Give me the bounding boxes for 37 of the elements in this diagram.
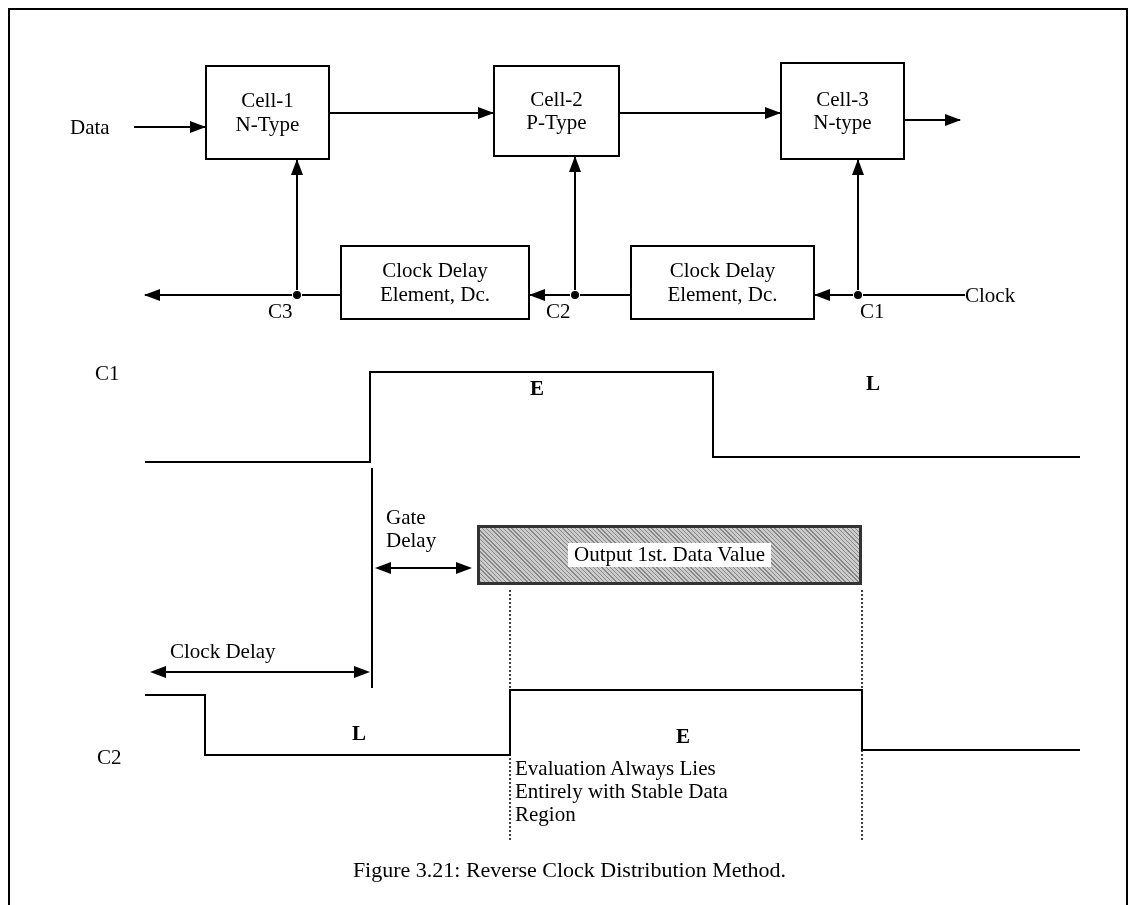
junction-dot (571, 291, 579, 299)
arrow (133, 121, 206, 133)
arrow (569, 156, 581, 291)
figure-caption: Figure 3.21: Reverse Clock Distribution Method. (351, 858, 788, 883)
dimension-label: Clock Delay (170, 640, 276, 664)
connector-line (579, 294, 631, 296)
arrow (814, 289, 854, 301)
note-text: Evaluation Always Lies Entirely with Stable Data Region (515, 757, 729, 827)
block-box: Cell-2 P-Type (493, 65, 620, 157)
connector-line (301, 294, 341, 296)
junction-label: C1 (860, 300, 885, 324)
signal-label: Clock (965, 282, 1035, 310)
block-box: Cell-1 N-Type (205, 65, 330, 160)
signal-label: Data (70, 114, 134, 142)
arrow (291, 159, 303, 291)
data-band: Output 1st. Data Value (477, 525, 862, 585)
signal-name: C2 (97, 746, 122, 770)
dimension-label: Gate Delay (386, 506, 438, 553)
block-box: Clock Delay Element, Dc. (630, 245, 815, 320)
junction-dot (293, 291, 301, 299)
block-box: Clock Delay Element, Dc. (340, 245, 530, 320)
arrow (329, 107, 494, 119)
connector-line (862, 294, 966, 296)
junction-dot (854, 291, 862, 299)
arrow (529, 289, 571, 301)
arrow (852, 159, 864, 291)
arrow (144, 289, 293, 301)
phase-label: L (866, 372, 880, 396)
arrow (904, 114, 961, 126)
junction-label: C2 (546, 300, 571, 324)
phase-label: E (676, 725, 690, 749)
phase-label: E (530, 377, 544, 401)
phase-label: L (352, 722, 366, 746)
junction-label: C3 (268, 300, 293, 324)
signal-name: C1 (95, 362, 120, 386)
arrow (619, 107, 781, 119)
block-box: Cell-3 N-type (780, 62, 905, 160)
